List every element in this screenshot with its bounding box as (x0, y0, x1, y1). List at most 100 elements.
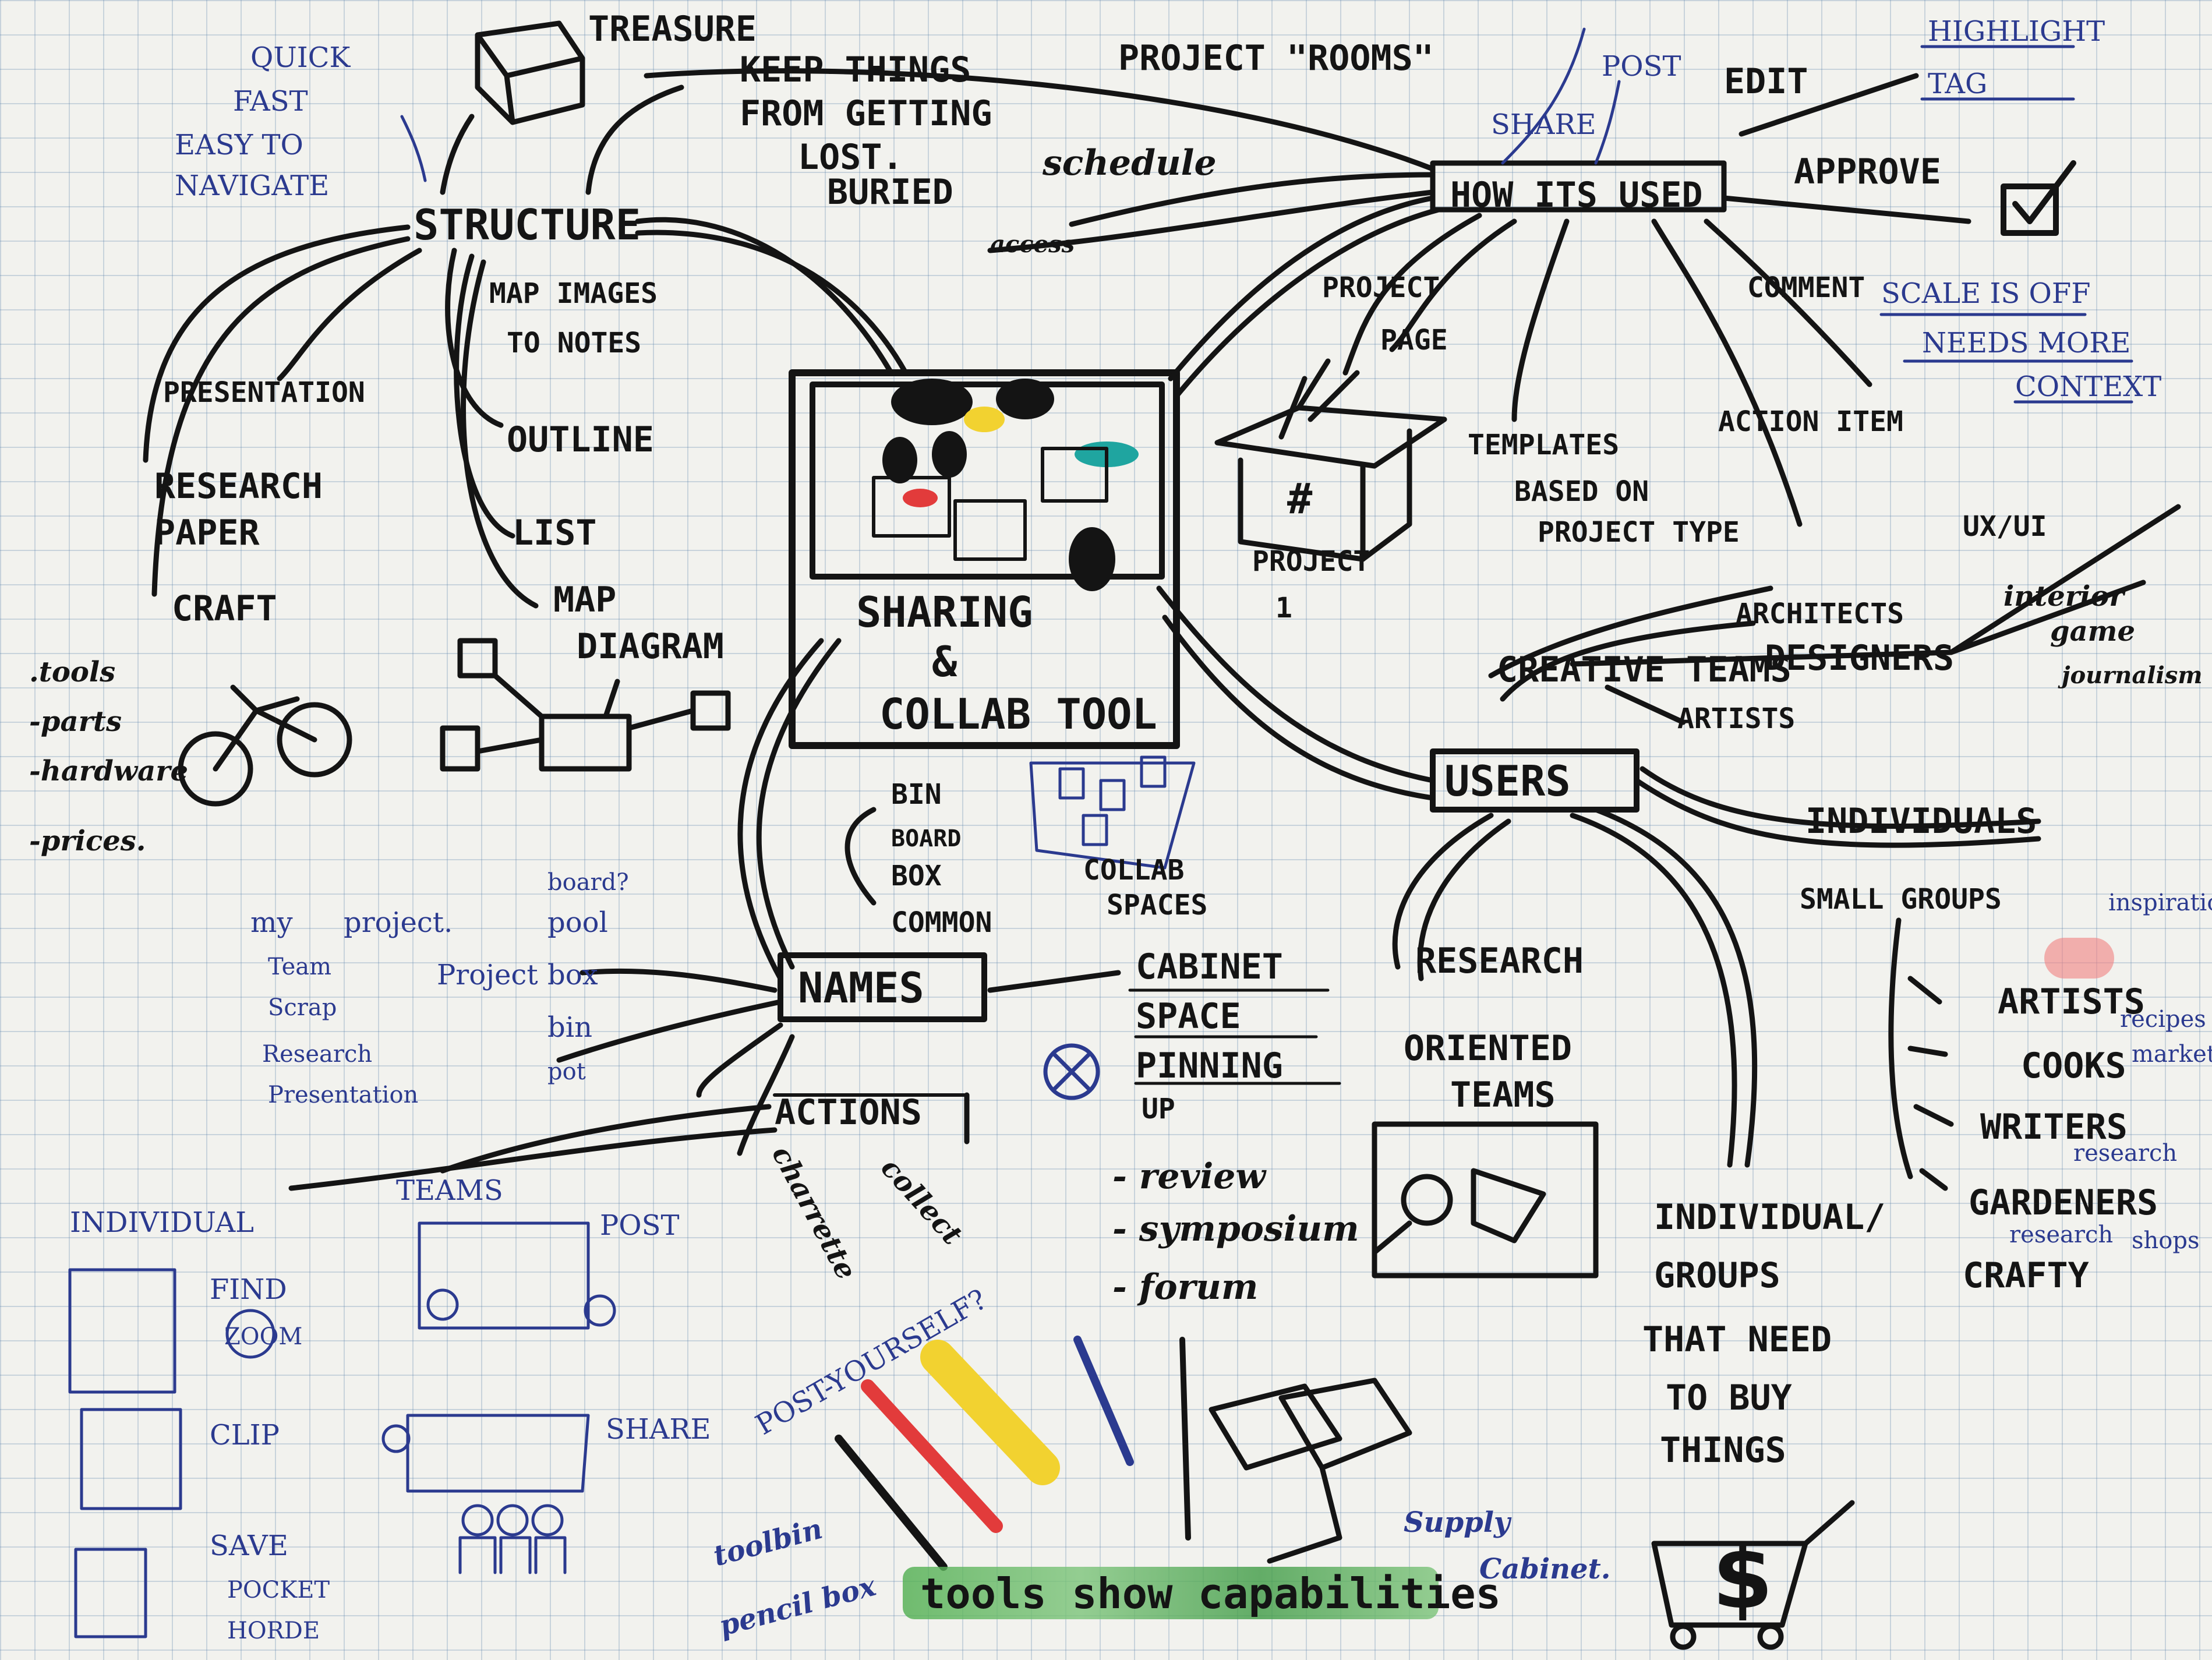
research-map-sketch (1372, 1121, 1599, 1278)
names-box (778, 952, 987, 1022)
link-center-how (1168, 195, 1436, 382)
game: game (2050, 615, 2135, 648)
bicycle-sketch (178, 684, 352, 807)
green-grass-highlight (903, 1567, 1439, 1619)
red-marker-sketch (861, 1379, 1003, 1533)
screen-blob (891, 379, 973, 425)
action-clip: CLIP (210, 1419, 280, 1451)
keep-line-2: LOST. (798, 137, 903, 178)
screen-person-silhouette (1069, 527, 1115, 591)
groups-line-1: GROUPS (1654, 1255, 1780, 1296)
pool-list-1: pool (547, 906, 608, 939)
how-share: SHARE (1491, 108, 1596, 141)
artists-top: ARTISTS (1677, 702, 1796, 735)
project-type-0: Team (268, 953, 332, 980)
action-horde: HORDE (227, 1617, 320, 1644)
ux-ui: UX/UI (1963, 510, 2047, 543)
branch-list: LIST (513, 513, 597, 553)
teams-share-sketch (406, 1414, 590, 1493)
cabinet-label: Cabinet. (1479, 1553, 1611, 1585)
screen-blob (882, 437, 917, 483)
project-mid: Project (437, 959, 538, 991)
project-type-1: Scrap (268, 994, 337, 1021)
project-rooms: PROJECT "ROOMS" (1118, 38, 1434, 79)
screen-red-mark (903, 489, 938, 507)
action-zoom: ZOOM (224, 1323, 303, 1350)
branch-paper: PAPER (154, 513, 260, 553)
note-recipes: recipes (2120, 1006, 2206, 1033)
action-save: SAVE (210, 1530, 288, 1562)
branch-research: RESEARCH (154, 466, 323, 507)
individual-find-sketch (68, 1268, 176, 1394)
user-artists: ARTISTS (1998, 981, 2145, 1022)
action-post: POST (600, 1209, 680, 1242)
small-groups: SMALL GROUPS (1800, 883, 2002, 916)
branch-map: MAP (553, 580, 617, 620)
screen-blob (932, 431, 967, 478)
center-title-line1: SHARING (856, 588, 1033, 637)
structure-note-2: EASY TO (175, 129, 303, 161)
craft-list-2: -hardware (29, 755, 189, 787)
svg-text:$: $ (1712, 1527, 1773, 1629)
keep-line-3: BURIED (827, 172, 953, 213)
user-gardeners: GARDENERS (1969, 1182, 2158, 1223)
branch-presentation: PRESENTATION (163, 376, 365, 409)
link-center-names (737, 638, 824, 981)
pool-list-4: pot (547, 1058, 586, 1085)
how-context: CONTEXT (2015, 370, 2162, 403)
pool-list-0: board? (547, 869, 629, 896)
bin-list-2: BOX (891, 860, 942, 892)
project-word: project. (344, 906, 453, 939)
schedule-label: schedule (1043, 143, 1217, 183)
names-label: NAMES (798, 963, 924, 1012)
structure-label: STRUCTURE (414, 200, 641, 249)
branch-map-images: MAP IMAGES (489, 277, 658, 310)
structure-note-3: NAVIGATE (175, 169, 330, 202)
teams-label: TEAMS (396, 1174, 503, 1207)
how-project-type: PROJECT TYPE (1538, 516, 1740, 549)
bin-list-0: BIN (891, 778, 942, 811)
individual-label: INDIVIDUAL (70, 1206, 255, 1239)
supply-label: Supply (1404, 1506, 1510, 1539)
link-center-users (1156, 585, 1436, 783)
groups-line-2: THAT NEED (1642, 1319, 1832, 1360)
forum-0: - review (1112, 1156, 1266, 1197)
project-box-label: PROJECT (1252, 545, 1370, 578)
architects: ARCHITECTS (1736, 598, 1904, 630)
user-cooks: COOKS (2021, 1046, 2126, 1086)
collab-spaces-line1: COLLAB (1083, 854, 1185, 886)
creative-teams: CREATIVE TEAMS (1497, 649, 1791, 690)
project-type-2: Research (262, 1041, 373, 1068)
how-post: POST (1602, 50, 1681, 83)
center-title-amp: & (932, 637, 957, 686)
how-tag: TAG (1928, 68, 1988, 100)
link-center-structure (635, 217, 894, 376)
central-tool-box (789, 369, 1180, 749)
red-smudge (2044, 938, 2114, 979)
paintbrush-sketch (1179, 1337, 1191, 1541)
project-type-3: Presentation (268, 1082, 419, 1108)
users-label: USERS (1444, 757, 1571, 806)
pool-list-3: bin (547, 1011, 592, 1044)
tool-screen (810, 382, 1165, 580)
note-shops: shops (2132, 1227, 2200, 1254)
pool-list-2: box (547, 959, 598, 991)
groups-line-4: THINGS (1660, 1430, 1786, 1471)
craft-list-3: -prices. (29, 825, 146, 857)
screen-blob (996, 379, 1054, 419)
map-diagram-sketch (440, 638, 731, 772)
branch-craft: CRAFT (172, 588, 277, 629)
research-oriented-line2: ORIENTED (1404, 1028, 1572, 1069)
access-label: access (990, 231, 1075, 258)
keep-line-1: FROM GETTING (740, 93, 992, 134)
interior: interior (2003, 580, 2124, 613)
pin-icon (1043, 1043, 1100, 1100)
how-approve: APPROVE (1794, 151, 1941, 192)
project-box-hash: # (1287, 474, 1313, 523)
designers: DESIGNERS (1765, 638, 1955, 679)
actions-label: ACTIONS (775, 1092, 922, 1133)
how-needs-more: NEEDS MORE (1922, 327, 2131, 359)
how-page: PAGE (1380, 324, 1448, 356)
forum-1: - symposium (1112, 1209, 1359, 1249)
journalism: journalism (2062, 662, 2203, 689)
